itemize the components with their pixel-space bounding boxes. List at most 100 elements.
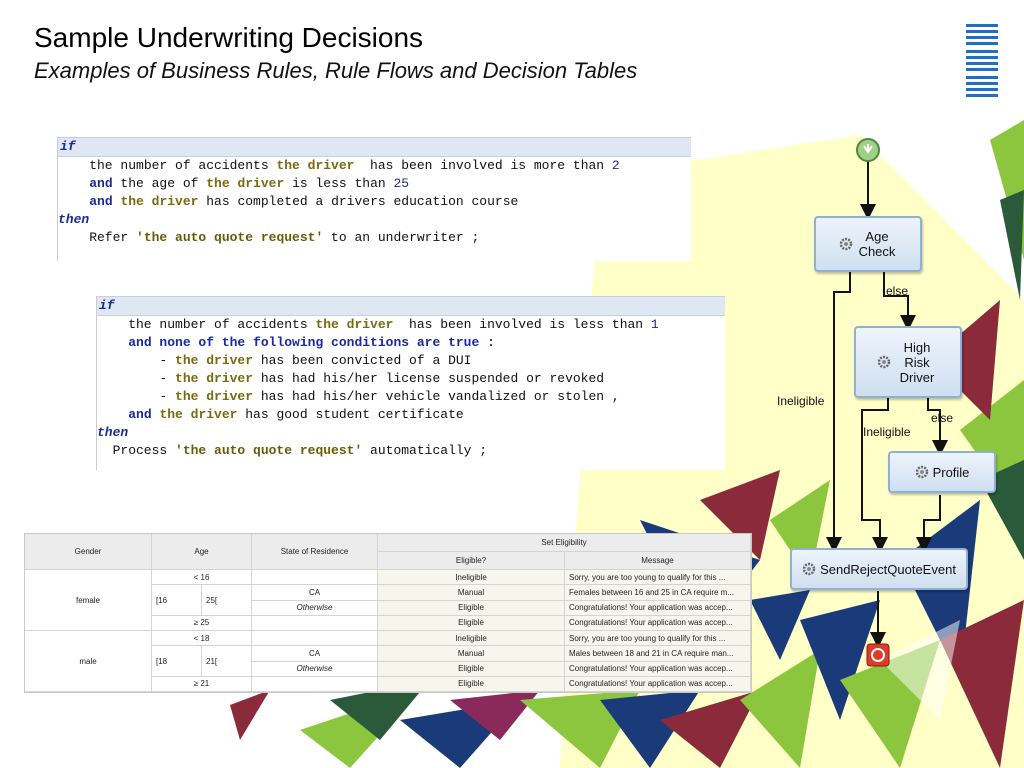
message-cell[interactable]: Congratulations! Your application was ac… bbox=[565, 615, 751, 631]
state-cell[interactable]: CA bbox=[252, 585, 378, 601]
rule-token: the age of bbox=[112, 176, 207, 191]
rule-token bbox=[58, 176, 89, 191]
eligible-cell[interactable]: Manual bbox=[378, 585, 565, 601]
rule-line[interactable]: Refer 'the auto quote request' to an und… bbox=[58, 229, 691, 247]
rule-token: has good student certificate bbox=[237, 407, 464, 422]
gender-cell-male[interactable]: male bbox=[25, 631, 152, 692]
rule-token: the driver bbox=[175, 389, 254, 404]
state-cell[interactable] bbox=[252, 570, 378, 586]
age-range-low-male[interactable]: [18 bbox=[152, 646, 202, 677]
rule-line[interactable]: then bbox=[97, 424, 725, 442]
rule-token bbox=[58, 194, 89, 209]
rule-token: has had his/her license suspended or rev… bbox=[253, 371, 605, 386]
rule-token: is less than bbox=[284, 176, 394, 191]
flow-node-send-reject-quote-event[interactable]: SendRejectQuoteEvent bbox=[790, 548, 968, 590]
rule-line[interactable]: - the driver has been convicted of a DUI bbox=[97, 352, 725, 370]
rule-line[interactable]: - the driver has had his/her vehicle van… bbox=[97, 388, 725, 406]
eligible-cell[interactable]: Manual bbox=[378, 646, 565, 662]
rule-line[interactable]: if bbox=[58, 137, 691, 157]
rule-token: 'the auto quote request' bbox=[136, 230, 324, 245]
rule-token: - bbox=[97, 371, 176, 386]
state-cell[interactable] bbox=[252, 676, 378, 692]
rule-token: the driver bbox=[315, 317, 394, 332]
rule-line[interactable]: and none of the following conditions are… bbox=[97, 334, 725, 352]
rule-line[interactable]: if bbox=[97, 296, 725, 316]
rule-token: has been involved is less than bbox=[393, 317, 651, 332]
rule-token: 2 bbox=[611, 158, 620, 173]
rule-token: - bbox=[97, 353, 176, 368]
rule-token: 1 bbox=[650, 317, 659, 332]
rule-line[interactable]: and the driver has good student certific… bbox=[97, 406, 725, 424]
rule-editor-refer[interactable]: if the number of accidents the driver ha… bbox=[57, 137, 691, 261]
message-cell[interactable]: Congratulations! Your application was ac… bbox=[565, 676, 751, 692]
eligible-cell[interactable]: Eligible bbox=[378, 615, 565, 631]
rule-token: if bbox=[60, 139, 76, 154]
rule-token: then bbox=[97, 425, 129, 440]
rule-line[interactable]: and the driver has completed a drivers e… bbox=[58, 193, 691, 211]
rule-token: 'the auto quote request' bbox=[175, 443, 363, 458]
age-cell[interactable]: ≥ 25 bbox=[152, 615, 252, 631]
rule-token: Process bbox=[97, 443, 176, 458]
col-header-message: Message bbox=[565, 552, 751, 570]
message-cell[interactable]: Females between 16 and 25 in CA require … bbox=[565, 585, 751, 601]
rule-token: and bbox=[89, 176, 113, 191]
message-cell[interactable]: Males between 18 and 21 in CA require ma… bbox=[565, 646, 751, 662]
flow-node-label: Age Check bbox=[858, 229, 896, 259]
eligible-cell[interactable]: Eligible bbox=[378, 600, 565, 616]
rule-line[interactable]: the number of accidents the driver has b… bbox=[97, 316, 725, 334]
rule-token: Refer bbox=[58, 230, 137, 245]
state-cell[interactable]: Otherwise bbox=[252, 600, 378, 616]
gear-icon bbox=[915, 465, 928, 479]
message-cell[interactable]: Congratulations! Your application was ac… bbox=[565, 661, 751, 677]
slide-title: Sample Underwriting Decisions bbox=[34, 22, 424, 53]
rule-token: the driver bbox=[159, 407, 238, 422]
flow-node-age-check[interactable]: Age Check bbox=[814, 216, 922, 272]
col-header-state: State of Residence bbox=[252, 534, 378, 570]
col-header-eligible: Eligible? bbox=[378, 552, 565, 570]
flow-node-profile[interactable]: Profile bbox=[888, 451, 996, 493]
rule-token: to an underwriter ; bbox=[323, 230, 480, 245]
age-cell[interactable]: < 18 bbox=[152, 631, 252, 647]
rule-line[interactable]: and the age of the driver is less than 2… bbox=[58, 175, 691, 193]
flow-node-label: High Risk Driver bbox=[899, 339, 935, 385]
age-range-high-male[interactable]: 21[ bbox=[202, 646, 252, 677]
rule-token: automatically ; bbox=[362, 443, 488, 458]
decision-table[interactable]: Gender Age State of Residence Set Eligib… bbox=[24, 533, 752, 693]
age-cell[interactable]: ≥ 21 bbox=[152, 676, 252, 692]
rule-line[interactable]: the number of accidents the driver has b… bbox=[58, 157, 691, 175]
rule-token: the number of accidents bbox=[97, 317, 316, 332]
message-cell[interactable]: Congratulations! Your application was ac… bbox=[565, 600, 751, 616]
state-cell[interactable] bbox=[252, 615, 378, 631]
gear-icon bbox=[802, 562, 816, 576]
rule-token: the driver bbox=[276, 158, 355, 173]
flow-node-label: Profile bbox=[932, 464, 970, 480]
state-cell[interactable]: Otherwise bbox=[252, 661, 378, 677]
eligible-cell[interactable]: Ineligible bbox=[378, 631, 565, 647]
gear-icon bbox=[839, 237, 853, 251]
eligible-cell[interactable]: Eligible bbox=[378, 661, 565, 677]
rule-line[interactable]: - the driver has had his/her license sus… bbox=[97, 370, 725, 388]
rule-token: and none of the following conditions are… bbox=[128, 335, 495, 350]
eligible-cell[interactable]: Eligible bbox=[378, 676, 565, 692]
rule-token: and bbox=[89, 194, 113, 209]
gender-cell-female[interactable]: female bbox=[25, 570, 152, 631]
rule-editor-process[interactable]: if the number of accidents the driver ha… bbox=[96, 296, 725, 470]
message-cell[interactable]: Sorry, you are too young to qualify for … bbox=[565, 631, 751, 647]
age-range-low-female[interactable]: [16 bbox=[152, 585, 202, 616]
flow-label-ineligible-age: Ineligible bbox=[777, 394, 825, 408]
rule-line[interactable]: Process 'the auto quote request' automat… bbox=[97, 442, 725, 460]
age-cell[interactable]: < 16 bbox=[152, 570, 252, 586]
state-cell[interactable]: CA bbox=[252, 646, 378, 662]
slide-subtitle: Examples of Business Rules, Rule Flows a… bbox=[34, 58, 638, 83]
col-header-age: Age bbox=[152, 534, 252, 570]
eligible-cell[interactable]: Ineligible bbox=[378, 570, 565, 586]
rule-token: the driver bbox=[120, 194, 199, 209]
rule-token: has been involved is more than bbox=[354, 158, 612, 173]
rule-token: has been convicted of a DUI bbox=[253, 353, 472, 368]
age-range-high-female[interactable]: 25[ bbox=[202, 585, 252, 616]
rule-line[interactable]: then bbox=[58, 211, 691, 229]
state-cell[interactable] bbox=[252, 631, 378, 647]
rule-token: then bbox=[58, 212, 90, 227]
flow-node-high-risk-driver[interactable]: High Risk Driver bbox=[854, 326, 962, 398]
message-cell[interactable]: Sorry, you are too young to qualify for … bbox=[565, 570, 751, 586]
